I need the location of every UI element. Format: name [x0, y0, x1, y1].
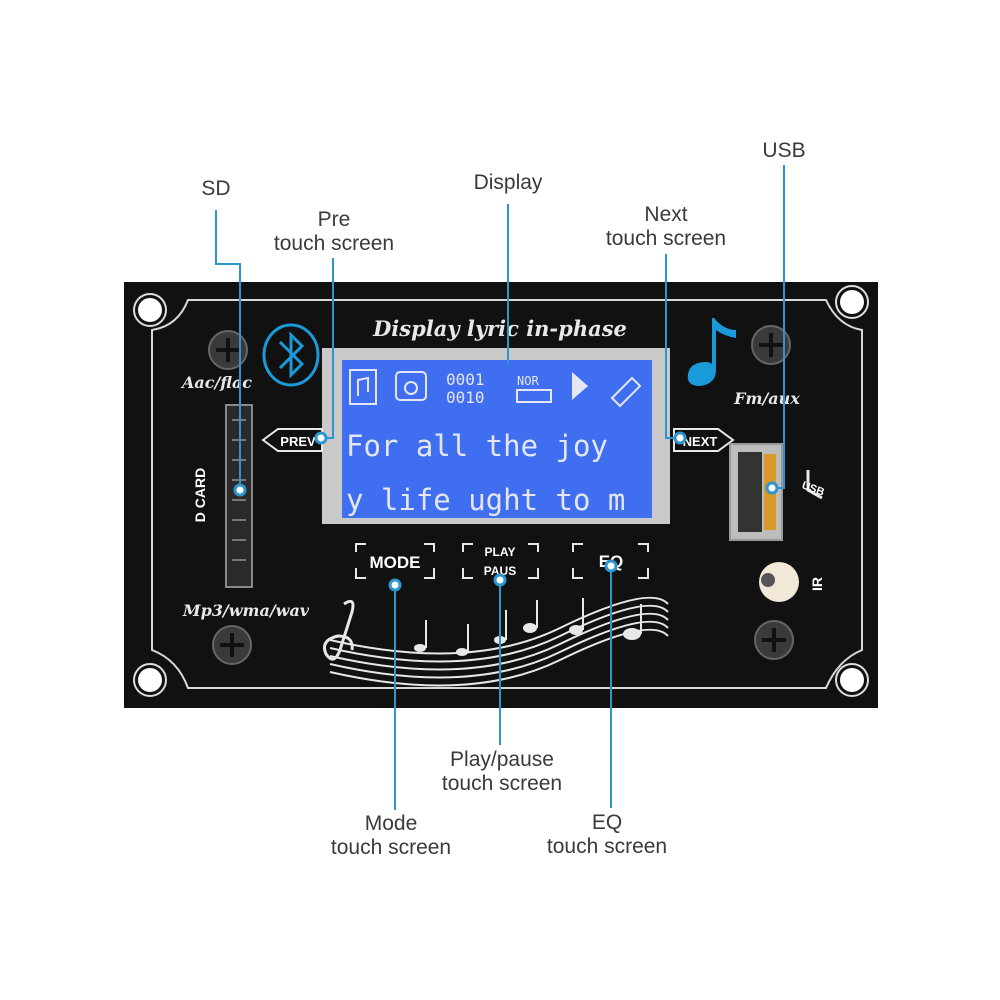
music-staff-decoration [329, 596, 669, 687]
leader-dots [233, 431, 779, 592]
callout-play-pause-line1: Play/pause [450, 748, 554, 771]
mounting-holes [133, 285, 869, 697]
callout-next-line2: touch screen [605, 227, 727, 250]
play-button-label-top: PLAY [485, 545, 516, 559]
callout-next-line1: Next [644, 203, 688, 226]
prev-button-label: PREV [280, 434, 316, 449]
callout-mode-line2: touch screen [330, 836, 452, 859]
callout-sd: SD [176, 177, 256, 201]
callout-play-pause-line2: touch screen [441, 772, 563, 795]
callout-eq: EQ touch screen [527, 811, 687, 859]
lcd-track-number: 0001 [446, 370, 485, 389]
callout-display: Display [448, 171, 568, 195]
bluetooth-icon [262, 323, 320, 387]
folder-icon [349, 369, 377, 405]
callout-pre-line2: touch screen [273, 232, 395, 255]
play-button-label-bottom: PAUS [484, 564, 516, 578]
callout-eq-line2: touch screen [546, 835, 668, 858]
lcd-lyric-line-1: For all the joy [346, 429, 608, 463]
equalizer-bars-icon [516, 389, 552, 403]
callout-pre: Pre touch screen [254, 208, 414, 256]
screw-icon [751, 325, 791, 365]
label-fm-aux: Fm/aux [733, 389, 800, 408]
ir-receiver-icon [759, 562, 799, 602]
callout-mode-line1: Mode [364, 812, 418, 835]
lcd-lyric-line-2: y life ught to m [346, 483, 625, 517]
play-pause-button[interactable]: PLAY PAUS [462, 543, 539, 579]
repeat-icon [395, 371, 427, 401]
callout-usb-text: USB [762, 139, 806, 162]
usb-symbol-icon [806, 470, 823, 500]
callout-play-pause: Play/pause touch screen [422, 748, 582, 796]
music-notes-icon [414, 598, 642, 656]
callout-mode: Mode touch screen [311, 812, 471, 860]
callout-next: Next touch screen [586, 203, 746, 251]
lcd-eq-mode: NOR [517, 374, 539, 388]
prev-button[interactable]: PREV [261, 428, 323, 452]
lcd-screen [342, 360, 652, 518]
callout-sd-text: SD [201, 177, 231, 200]
music-note-icon [687, 318, 736, 386]
callout-pre-line1: Pre [317, 208, 351, 231]
board-outline [151, 299, 863, 689]
mode-button[interactable]: MODE [355, 543, 435, 579]
next-button[interactable]: NEXT [673, 428, 735, 452]
lcd-track-total: 0010 [446, 388, 485, 407]
usb-drive-icon [610, 376, 642, 408]
callout-usb: USB [744, 139, 824, 163]
screw-icon [208, 330, 248, 370]
callout-eq-line1: EQ [591, 811, 623, 834]
ir-label: IR [809, 577, 825, 591]
treble-clef-icon [323, 599, 355, 661]
board-title: Display lyric in-phase [372, 316, 627, 341]
label-aac-flac: Aac/flac [180, 373, 252, 392]
next-button-label: NEXT [683, 434, 718, 449]
mode-button-label: MODE [370, 553, 421, 572]
screw-icon [212, 625, 252, 665]
sd-card-label: D CARD [192, 468, 208, 522]
play-icon [572, 372, 588, 400]
label-mp3-wma-wav: Mp3/wma/wav [182, 601, 310, 620]
screw-icon [754, 620, 794, 660]
callout-display-text: Display [473, 171, 543, 194]
